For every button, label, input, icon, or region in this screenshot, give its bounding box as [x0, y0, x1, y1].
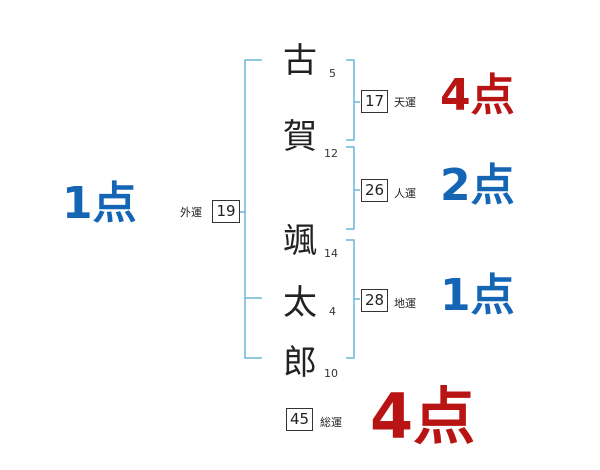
total-score: 4点 — [370, 380, 476, 453]
earth-label: 地運 — [394, 297, 416, 310]
name-char-1: 古 — [283, 41, 317, 81]
person-bracket — [346, 146, 355, 230]
heaven-score: 4点 — [440, 70, 515, 121]
outer-label: 外運 — [180, 206, 202, 219]
heaven-value-box: 17 — [361, 90, 388, 113]
outer-score: 1点 — [62, 178, 137, 229]
name-char-5: 郎 — [283, 343, 317, 383]
heaven-bracket — [346, 59, 355, 141]
earth-bracket — [346, 239, 355, 359]
name-char-3: 颯 — [283, 221, 317, 261]
outer-value-box: 19 — [212, 200, 240, 223]
stroke-count-2: 12 — [324, 147, 338, 160]
person-label: 人運 — [394, 187, 416, 200]
name-char-4: 太 — [283, 283, 317, 323]
person-score: 2点 — [440, 160, 515, 211]
name-char-2: 賀 — [283, 117, 317, 157]
stroke-count-1: 5 — [329, 67, 336, 80]
stroke-count-4: 4 — [329, 305, 336, 318]
total-value-box: 45 — [286, 408, 313, 431]
earth-score: 1点 — [440, 270, 515, 321]
earth-value-box: 28 — [361, 289, 388, 312]
total-label: 総運 — [320, 416, 342, 429]
stroke-count-3: 14 — [324, 247, 338, 260]
person-value-box: 26 — [361, 179, 388, 202]
outer-bracket — [244, 59, 262, 359]
stroke-count-5: 10 — [324, 367, 338, 380]
heaven-label: 天運 — [394, 96, 416, 109]
